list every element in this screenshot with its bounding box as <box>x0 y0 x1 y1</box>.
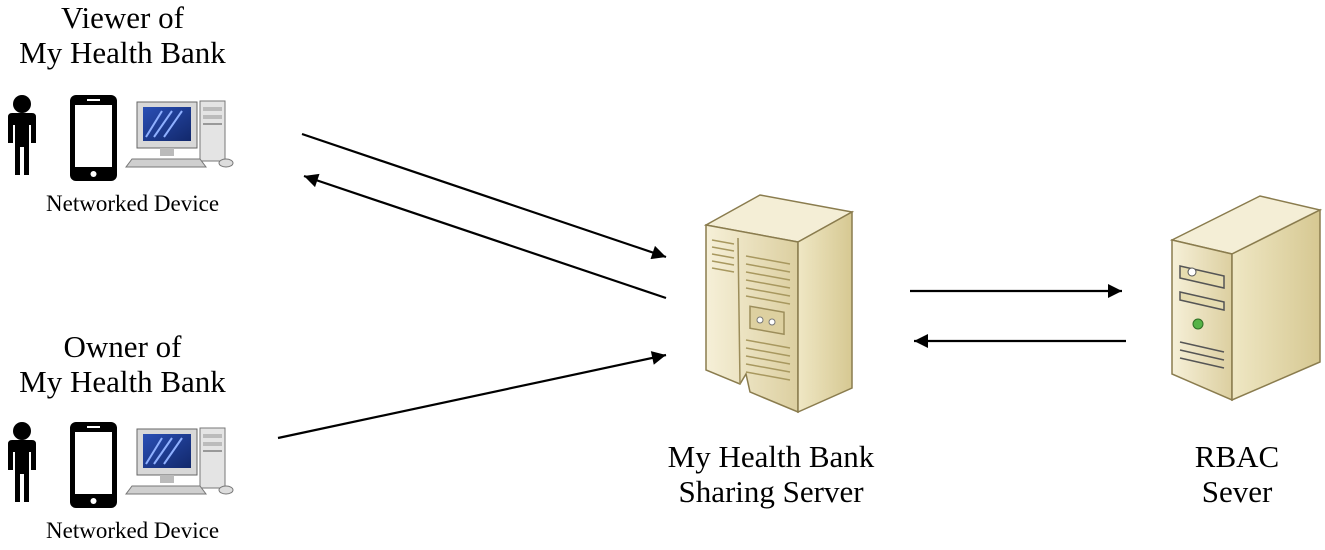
sharing-server-label: My Health Bank Sharing Server <box>640 439 902 509</box>
viewer-title-line2: My Health Bank <box>19 34 226 70</box>
rbac-server-label-line1: RBAC <box>1194 439 1280 474</box>
owner-device-label: Networked Device <box>46 518 220 543</box>
tower-server-icon <box>1169 195 1323 402</box>
desktop-computer-icon <box>125 100 234 168</box>
viewer-title: Viewer of My Health Bank <box>0 0 245 70</box>
sharing-server-label-line2: Sharing Server <box>678 473 864 509</box>
viewer-device-group <box>8 95 234 181</box>
rbac-server-label: RBAC Sever <box>1158 439 1316 509</box>
person-icon <box>8 95 36 175</box>
arrow-sharing-to-viewer <box>303 173 667 300</box>
arrow-viewer-to-sharing <box>301 132 667 260</box>
owner-title-line1: Owner of <box>63 329 182 364</box>
viewer-device-label: Networked Device <box>46 191 220 216</box>
rbac-server-label-line2: Sever <box>1201 473 1273 509</box>
arrow-owner-to-sharing <box>277 351 667 440</box>
person-icon <box>8 422 36 502</box>
sharing-server-label-line1: My Health Bank <box>667 439 875 474</box>
rack-server-icon <box>703 194 855 414</box>
arrows <box>277 132 1126 440</box>
owner-title: Owner of My Health Bank <box>0 329 245 399</box>
owner-title-line2: My Health Bank <box>19 363 226 399</box>
smartphone-icon <box>70 95 117 181</box>
desktop-computer-icon <box>125 427 234 495</box>
viewer-title-line1: Viewer of <box>61 0 184 35</box>
owner-device-group <box>8 422 234 508</box>
smartphone-icon <box>70 422 117 508</box>
